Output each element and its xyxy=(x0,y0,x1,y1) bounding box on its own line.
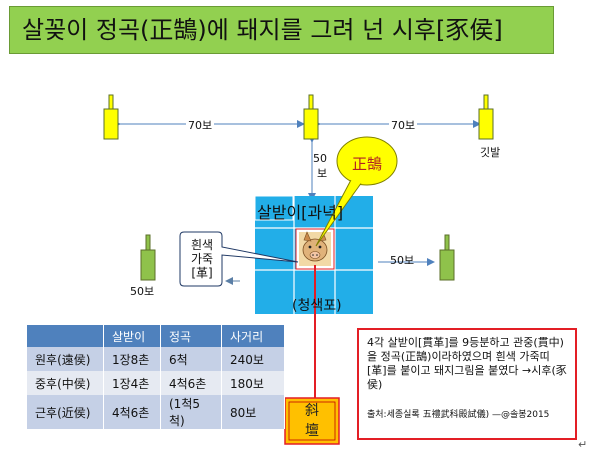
note-source: 출처:세종실록 五禮武科殿試儀) —@솔봉2015 xyxy=(367,410,550,420)
table-header-cell: 정곡 xyxy=(160,325,222,347)
table-row: 근후(近侯) 4척6촌 (1척5척) 80보 xyxy=(27,395,285,429)
right-flag-distance: 50보 xyxy=(390,254,415,267)
left-span-label: 70보 xyxy=(186,117,215,133)
target-cloth-label: (청색포) xyxy=(292,298,342,314)
right-span-label: 70보 xyxy=(389,117,418,133)
table-header-row: 살받이 정곡 사거리 xyxy=(27,325,285,347)
flag-label: 깃발 xyxy=(480,146,501,159)
table-cell: 180보 xyxy=(221,371,285,395)
flag-left-green xyxy=(140,234,156,281)
page-title: 살꽂이 정곡(正鵠)에 돼지를 그려 넌 시후[豕侯] xyxy=(9,6,554,54)
leather-callout xyxy=(179,231,299,287)
flag-right-green xyxy=(439,234,455,281)
leather-label-line1: 흰색 xyxy=(190,238,214,252)
note-body: 4각 살받이[貫革]를 9등분하고 관중(貫中)을 정곡(正鵠)이라하였으며 흰… xyxy=(367,336,567,391)
callout-bubble xyxy=(315,136,398,247)
table-cell: 4척6촌 xyxy=(103,395,161,429)
table-cell: 6척 xyxy=(160,347,222,371)
table-row: 중후(中侯) 1장4촌 4척6촌 180보 xyxy=(27,371,285,395)
table-header-cell xyxy=(27,325,104,347)
center-distance-label: 50 xyxy=(313,152,327,165)
altar-label-line1: 斜 xyxy=(305,403,319,419)
center-distance-unit: 보 xyxy=(317,167,328,180)
altar-label: 斜 壇 xyxy=(287,401,337,441)
explanation-note: 4각 살받이[貫革]를 9등분하고 관중(貫中)을 정곡(正鵠)이라하였으며 흰… xyxy=(357,328,577,440)
flag-top-right xyxy=(478,94,494,140)
flag-top-center xyxy=(303,94,319,140)
distance-table: 살받이 정곡 사거리 원후(遠侯) 1장8촌 6척 240보 중후(中侯) 1장… xyxy=(27,325,285,429)
bullseye-label: 正鵠 xyxy=(352,155,383,173)
table-cell: (1척5척) xyxy=(160,395,222,429)
table-header-cell: 사거리 xyxy=(221,325,285,347)
leather-label-line3: [革] xyxy=(191,266,213,280)
table-row: 원후(遠侯) 1장8촌 6척 240보 xyxy=(27,347,285,371)
table-cell: 중후(中侯) xyxy=(27,371,104,395)
table-cell: 원후(遠侯) xyxy=(27,347,104,371)
return-mark: ↵ xyxy=(578,438,588,451)
leather-label: 흰색 가죽 [革] xyxy=(182,238,222,280)
table-cell: 80보 xyxy=(221,395,285,429)
altar-label-line2: 壇 xyxy=(305,423,319,439)
table-cell: 1장8촌 xyxy=(103,347,161,371)
flag-top-left xyxy=(103,94,119,140)
altar-box xyxy=(284,397,340,445)
left-flag-distance: 50보 xyxy=(130,285,155,298)
leather-label-line2: 가죽 xyxy=(190,252,214,266)
table-cell: 4척6촌 xyxy=(160,371,222,395)
pig-face-icon xyxy=(299,231,331,266)
table-header-cell: 살받이 xyxy=(103,325,161,347)
table-cell: 1장4촌 xyxy=(103,371,161,395)
table-cell: 240보 xyxy=(221,347,285,371)
target-caption: 살받이[과녁] xyxy=(257,203,344,222)
table-cell: 근후(近侯) xyxy=(27,395,104,429)
